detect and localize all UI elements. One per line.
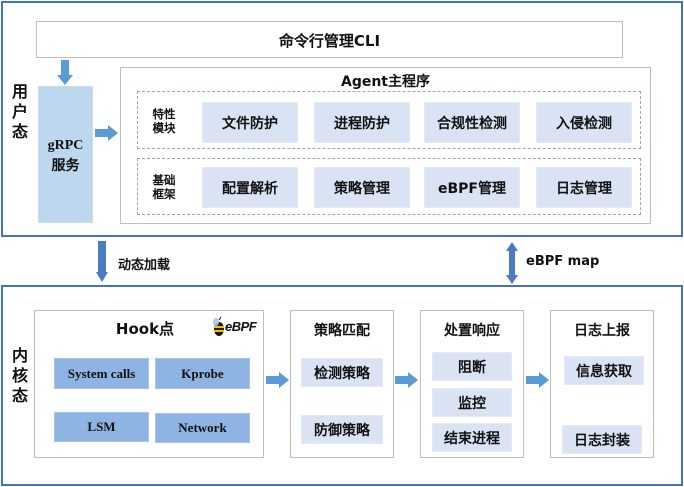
arrow-shaft bbox=[526, 376, 540, 384]
arrow-head-up bbox=[506, 242, 518, 251]
module-intrusion-detection: 入侵检测 bbox=[536, 102, 632, 143]
module-process-protection: 进程防护 bbox=[314, 102, 410, 143]
arrow-ebpf-map bbox=[506, 242, 518, 284]
cli-box-full bbox=[36, 21, 312, 58]
ebpf-logo: eBPF bbox=[212, 316, 257, 339]
arrow-shaft bbox=[95, 129, 109, 137]
feature-row-label-line2: 模块 bbox=[152, 121, 176, 135]
arrow-head bbox=[96, 272, 108, 282]
log-info-gather: 信息获取 bbox=[564, 356, 644, 385]
arrow-shaft bbox=[266, 376, 280, 384]
grpc-label-line2: 服务 bbox=[51, 158, 80, 174]
feature-row-label-line1: 特性 bbox=[152, 107, 176, 121]
base-framework-row bbox=[137, 158, 641, 215]
cli-title: 命令行管理CLI bbox=[278, 32, 381, 50]
base-row-label: 基础 框架 bbox=[146, 173, 182, 201]
response-title: 处置响应 bbox=[444, 323, 500, 339]
arrow-head bbox=[57, 75, 73, 85]
response-monitor: 监控 bbox=[432, 388, 512, 417]
feature-row-label: 特性 模块 bbox=[146, 107, 182, 135]
arrow-grpc-to-agent bbox=[95, 125, 118, 141]
policy-match-title: 策略匹配 bbox=[314, 323, 370, 339]
ebpf-logo-text: eBPF bbox=[225, 319, 257, 334]
base-row-label-line1: 基础 bbox=[152, 173, 176, 187]
grpc-service bbox=[38, 86, 93, 223]
dynamic-load-label: 动态加载 bbox=[118, 258, 171, 273]
user-space-label: 用户态 bbox=[11, 82, 28, 141]
arrow-cli-to-grpc bbox=[57, 60, 73, 85]
arrow-shaft bbox=[98, 241, 106, 273]
arrow-policy-to-response bbox=[395, 372, 418, 388]
hook-system-calls: System calls bbox=[54, 358, 149, 389]
arrow-head-down bbox=[506, 275, 518, 284]
hook-kprobe: Kprobe bbox=[155, 358, 250, 389]
arrow-head bbox=[408, 372, 418, 388]
cli-box-right bbox=[311, 21, 623, 58]
agent-title: Agent主程序 bbox=[340, 74, 430, 90]
response-block: 阻断 bbox=[432, 352, 512, 381]
hook-network: Network bbox=[155, 413, 250, 443]
response-kill-process: 结束进程 bbox=[432, 423, 512, 452]
kernel-space-label: 内核态 bbox=[11, 346, 28, 405]
module-log-manage: 日志管理 bbox=[536, 167, 632, 208]
module-policy-manage: 策略管理 bbox=[314, 167, 410, 208]
arrow-dynamic-load bbox=[96, 241, 108, 282]
arrow-shaft bbox=[509, 250, 515, 276]
module-ebpf-manage: eBPF管理 bbox=[424, 167, 520, 208]
arrow-head bbox=[539, 372, 549, 388]
module-file-protection: 文件防护 bbox=[202, 102, 298, 143]
log-report-title: 日志上报 bbox=[574, 323, 630, 339]
arrow-hook-to-policy bbox=[266, 372, 289, 388]
log-encapsulate: 日志封装 bbox=[562, 425, 642, 454]
feature-module-row bbox=[137, 91, 641, 149]
arrow-shaft bbox=[395, 376, 409, 384]
policy-detect: 检测策略 bbox=[301, 358, 383, 387]
arrow-head bbox=[108, 125, 118, 141]
grpc-label-line1: gRPC bbox=[47, 138, 84, 153]
arrow-response-to-log bbox=[526, 372, 549, 388]
module-config-parse: 配置解析 bbox=[202, 167, 298, 208]
bee-icon bbox=[213, 316, 224, 336]
module-compliance-check: 合规性检测 bbox=[424, 102, 520, 143]
hook-lsm: LSM bbox=[54, 412, 149, 442]
policy-defense: 防御策略 bbox=[301, 415, 383, 444]
hook-title: Hook点 bbox=[115, 320, 175, 338]
arrow-head bbox=[279, 372, 289, 388]
base-row-label-line2: 框架 bbox=[152, 187, 176, 201]
arrow-shaft bbox=[61, 60, 69, 76]
ebpf-map-label: eBPF map bbox=[526, 254, 600, 269]
